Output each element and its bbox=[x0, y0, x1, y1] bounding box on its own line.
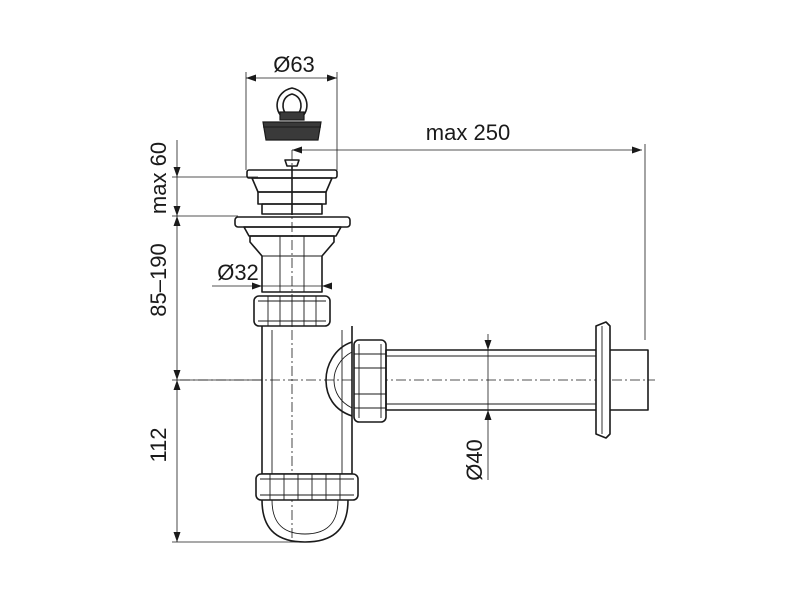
siphon-body bbox=[261, 326, 353, 475]
label-d40: Ø40 bbox=[462, 439, 487, 481]
plug-ring-inner bbox=[282, 93, 302, 116]
upper-vertical-pipe bbox=[249, 235, 335, 293]
outlet-pipe bbox=[385, 349, 649, 411]
lower-nut bbox=[255, 473, 359, 501]
wall-rosette bbox=[595, 321, 611, 439]
side-nut bbox=[353, 339, 387, 423]
dimension-d32: Ø32 bbox=[212, 260, 332, 290]
plug-body bbox=[262, 121, 322, 141]
drain-grate bbox=[246, 169, 338, 215]
bottom-cup bbox=[261, 499, 349, 543]
dimension-d40 bbox=[484, 334, 492, 480]
label-85-190: 85–190 bbox=[146, 243, 171, 316]
upper-nut bbox=[253, 295, 331, 327]
dimension-left-chain bbox=[172, 140, 300, 543]
label-112: 112 bbox=[146, 427, 171, 462]
screw-head bbox=[284, 159, 300, 167]
label-max250: max 250 bbox=[426, 120, 510, 145]
label-max60: max 60 bbox=[146, 142, 171, 214]
flange bbox=[234, 216, 351, 237]
label-d63: Ø63 bbox=[273, 52, 315, 77]
dimension-d63: Ø63 bbox=[245, 52, 338, 170]
plug-ring bbox=[276, 87, 308, 118]
plug-stopper bbox=[262, 87, 322, 141]
plug-ring-base bbox=[279, 111, 305, 121]
label-d32: Ø32 bbox=[217, 260, 259, 285]
dimension-max250: max 250 bbox=[292, 120, 646, 340]
